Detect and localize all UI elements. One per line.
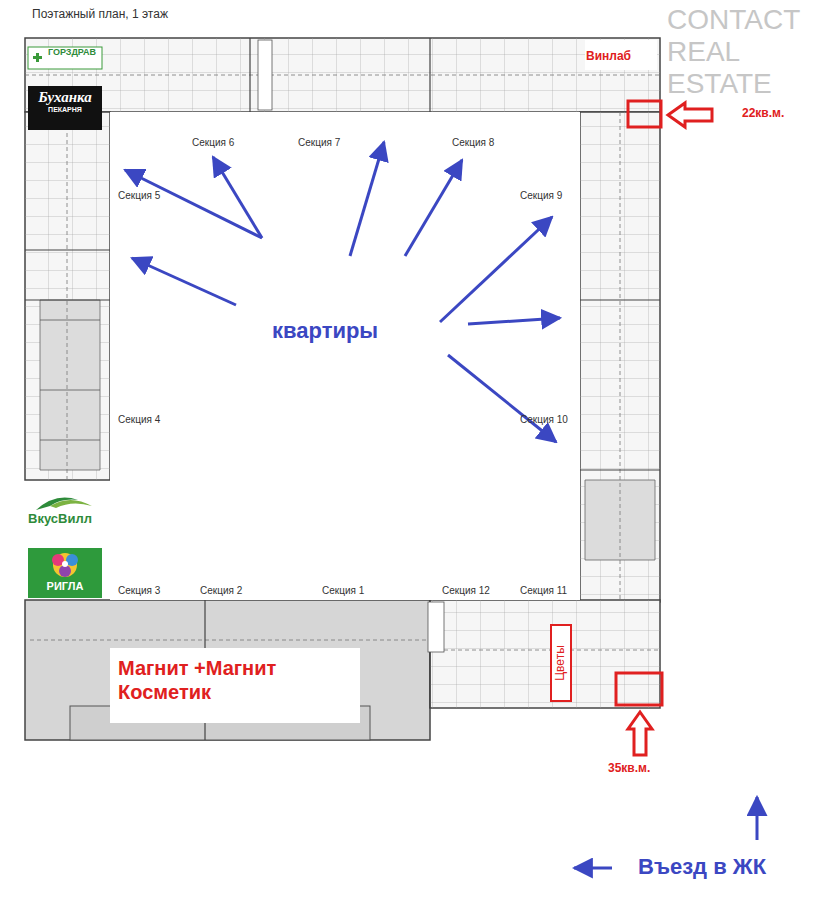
section-label: Секция 6 <box>192 137 234 149</box>
unit-35 <box>616 673 662 705</box>
area-label: 35кв.м. <box>608 762 650 776</box>
watermark: ESTATE <box>667 68 772 100</box>
watermark: CONTACT <box>667 4 800 36</box>
pointer-arrow <box>132 258 236 305</box>
flower-shop-box: Цветы <box>550 624 572 702</box>
anchor-tenant-box: Магнит +Магнит Косметик <box>110 648 360 723</box>
section-label: Секция 3 <box>118 585 160 597</box>
left-wing <box>25 112 110 480</box>
corridors <box>25 75 660 650</box>
node-text: ГОРЗДРАВ <box>44 47 100 57</box>
rigla-logo <box>28 548 102 598</box>
area-label: 22кв.м. <box>742 107 784 121</box>
entry-label: Въезд в ЖК <box>638 854 766 879</box>
section-label: Секция 10 <box>520 414 568 426</box>
vkusvill-leaf <box>50 500 92 508</box>
red-arrow <box>668 103 712 127</box>
section-label: Секция 12 <box>442 585 490 597</box>
rigla-flower <box>53 553 77 577</box>
section-label: Секция 1 <box>322 585 364 597</box>
cross-icon <box>33 53 42 62</box>
courtyard <box>110 112 580 600</box>
node-text: Цветы <box>554 645 568 681</box>
retail-wing <box>25 600 430 740</box>
entry-arrow <box>574 867 612 870</box>
left-wing-rooms <box>25 112 110 480</box>
section-walls <box>25 38 660 740</box>
pointer-arrow <box>440 217 552 322</box>
pointer-arrow <box>448 355 556 442</box>
building-wings <box>25 38 660 740</box>
passage <box>428 602 444 652</box>
tenant-label: Винлаб <box>586 50 631 64</box>
bottom-wing-rooms <box>430 600 660 708</box>
section-label: Секция 7 <box>298 137 340 149</box>
pointer-arrow <box>350 142 384 256</box>
node-text: РИГЛА <box>30 580 100 593</box>
pharmacy-logo: ГОРЗДРАВ <box>28 47 102 69</box>
pointer-arrow <box>405 160 462 256</box>
bottom-wing <box>430 600 660 708</box>
logo-area <box>24 481 110 599</box>
pointer-arrow <box>468 318 560 324</box>
apartments-label: квартиры <box>272 318 378 343</box>
bakery-logo: БуханкаПЕКАРНЯ <box>28 86 102 130</box>
red-arrow <box>628 712 652 755</box>
node-text: ПЕКАРНЯ <box>30 106 100 114</box>
grey-unit <box>40 300 100 470</box>
node-text: Буханка <box>30 89 100 106</box>
section-label: Секция 11 <box>520 585 567 597</box>
unit-22 <box>628 101 661 127</box>
gorzdrav-logo <box>28 47 102 69</box>
pharmacy-logo: РИГЛА <box>28 548 102 598</box>
section-label: Секция 5 <box>118 190 160 202</box>
section-label: Секция 9 <box>520 190 562 202</box>
watermark: REAL <box>667 36 740 68</box>
section-label: Секция 8 <box>452 137 494 149</box>
pointer-arrows <box>125 142 757 868</box>
pointer-arrow <box>213 157 262 238</box>
section-label: Секция 4 <box>118 414 160 426</box>
passage <box>258 40 272 110</box>
entry-arrow <box>756 797 759 840</box>
unit-walls <box>40 320 100 440</box>
vkusvill-logo-text: ВкусВилл <box>28 512 92 527</box>
plan-title: Поэтажный план, 1 этаж <box>32 8 168 22</box>
label-patch <box>585 40 657 70</box>
section-label: Секция 2 <box>200 585 242 597</box>
rigla-flower <box>62 561 68 567</box>
node-text: Магнит +Магнит Косметик <box>118 656 352 704</box>
